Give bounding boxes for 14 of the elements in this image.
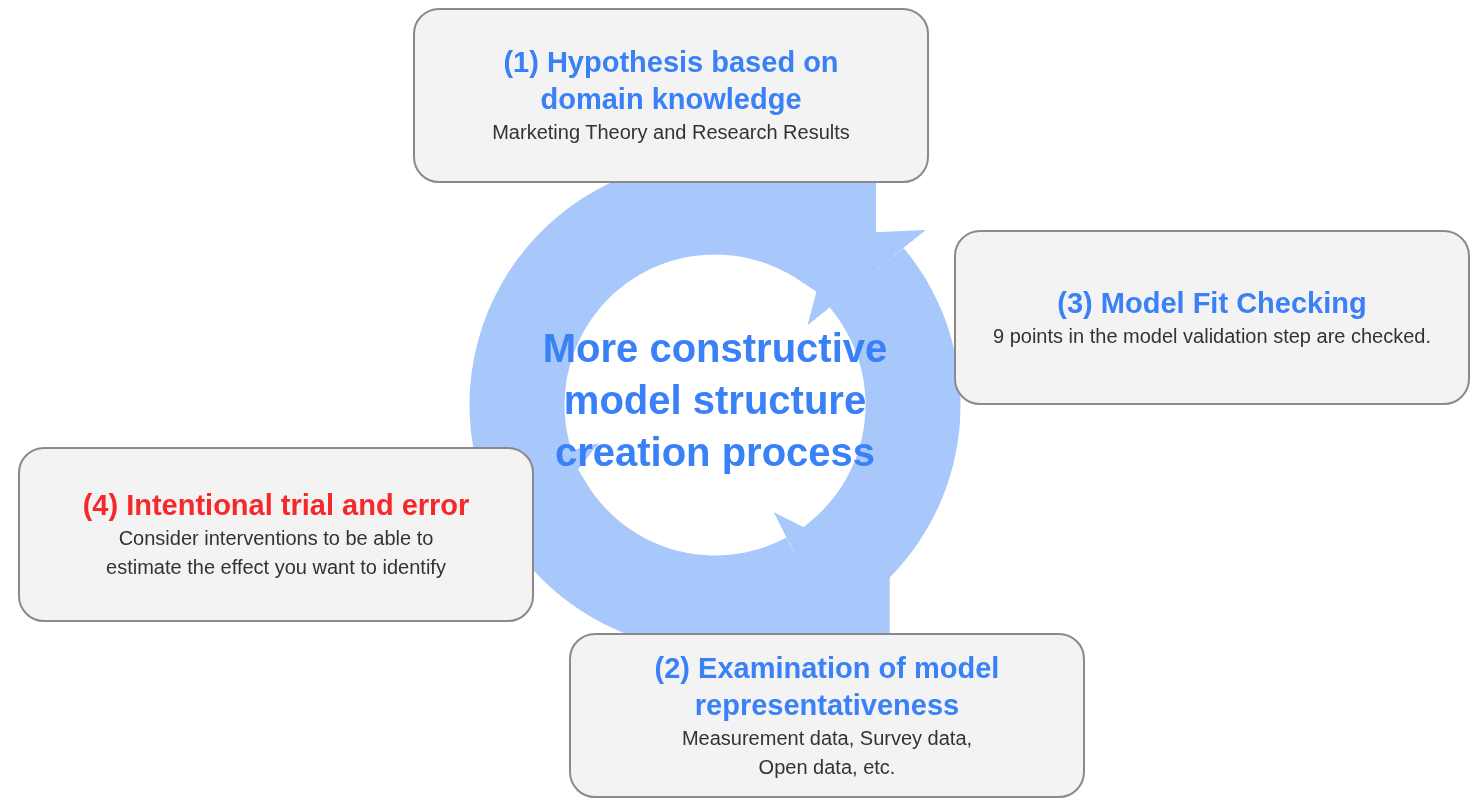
step-heading: (2) Examination of model representativeness [653,650,1001,723]
step-description: Measurement data, Survey data, Open data, etc. [680,725,974,780]
step-card [18,447,534,622]
step-card [569,633,1085,798]
step-heading: (4) Intentional trial and error [82,488,470,523]
step-card [413,8,929,183]
step-card [954,230,1470,405]
cycle-arrow [794,230,961,633]
step-description: 9 points in the model validation step are checked. [992,323,1431,349]
center-title: More constructive model structure creation process [541,325,889,476]
step-heading: (3) Model Fit Checking [1057,285,1367,321]
step-description: Consider interventions to be able to estimate the effect you want to identify [105,526,447,580]
step-description: Marketing Theory and Research Results [492,120,850,145]
step-heading: (1) Hypothesis based on domain knowledge [502,45,840,117]
